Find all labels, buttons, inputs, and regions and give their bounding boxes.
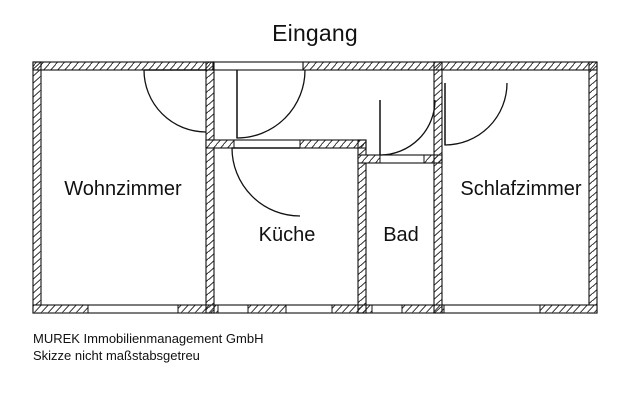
room-label-schlafzimmer: Schlafzimmer (460, 178, 582, 200)
outer-walls (32, 61, 598, 314)
room-label-wohnzimmer: Wohnzimmer (64, 178, 182, 200)
footer: MUREK Immobilienmanagement GmbH Skizze n… (33, 330, 263, 364)
schlafzimmer-door-arc (444, 82, 508, 146)
door-leaves (144, 69, 446, 155)
footer-disclaimer: Skizze nicht maßstabsgetreu (33, 348, 200, 363)
footer-company-name: MUREK Immobilienmanagement GmbH (33, 331, 264, 346)
bad-door-arc (379, 99, 436, 156)
entrance-door-arc (236, 69, 306, 139)
room-label-kueche: Küche (258, 224, 316, 246)
page-title: Eingang (272, 20, 358, 46)
wohnzimmer-door-arc (143, 69, 207, 133)
interior-walls (205, 61, 443, 314)
door-swings (143, 69, 508, 217)
kueche-door-arc (231, 147, 301, 217)
room-label-bad: Bad (383, 224, 419, 246)
